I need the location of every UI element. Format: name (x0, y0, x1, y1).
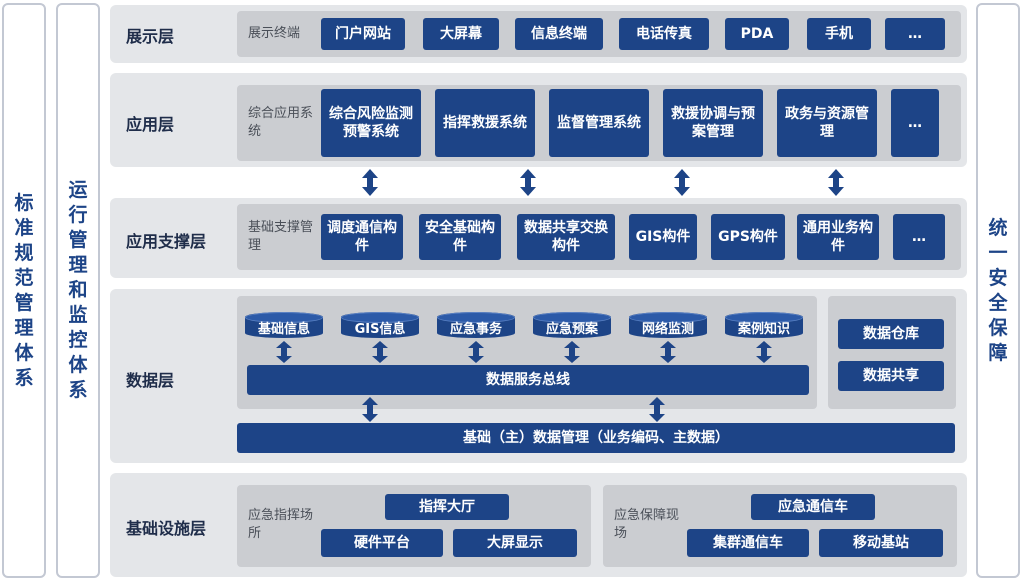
portal-site-button: 门户网站 (321, 18, 405, 50)
double-arrow-icon (660, 341, 676, 363)
support-layer-title: 应用支撑层 (126, 232, 207, 251)
infrastructure-layer-title: 基础设施层 (126, 519, 207, 538)
command-rescue-button: 指挥救援系统 (435, 89, 535, 157)
double-arrow-icon (362, 169, 378, 196)
double-arrow-icon (362, 397, 378, 422)
government-resource-button: 政务与资源管理 (777, 89, 877, 157)
pda-button: PDA (725, 18, 789, 50)
double-arrow-icon (520, 169, 536, 196)
emergency-comm-vehicle-button: 应急通信车 (751, 494, 875, 520)
presentation-layer: 展示层 展示终端 门户网站 大屏幕 信息终端 电话传真 PDA 手机 … (110, 5, 967, 63)
command-site-panel: 应急指挥场所 指挥大厅 硬件平台 大屏显示 (237, 485, 591, 567)
application-more-button: … (891, 89, 939, 157)
support-layer: 应用支撑层 基础支撑管理 调度通信构件 安全基础构件 数据共享交换构件 GIS构… (110, 198, 967, 278)
command-hall-button: 指挥大厅 (385, 494, 509, 520)
standards-system-panel: 标准规范管理体系 (2, 3, 46, 578)
info-terminal-button: 信息终端 (515, 18, 603, 50)
base-data-management-bar: 基础（主）数据管理（业务编码、主数据） (237, 423, 955, 453)
double-arrow-icon (649, 397, 665, 422)
large-display-button: 大屏显示 (453, 529, 577, 557)
security-system-label: 统一安全保障 (988, 216, 1008, 364)
database-cylinder: 基础信息 (245, 312, 323, 338)
standards-system-label: 标准规范管理体系 (14, 191, 34, 389)
gis-component-button: GIS构件 (629, 214, 697, 260)
data-service-bus: 数据服务总线 (247, 365, 809, 395)
infrastructure-layer: 基础设施层 应急指挥场所 指挥大厅 硬件平台 大屏显示 应急保障现场 应急通信车… (110, 473, 967, 577)
database-cylinder: 应急预案 (533, 312, 611, 338)
hardware-platform-button: 硬件平台 (321, 529, 443, 557)
double-arrow-icon (674, 169, 690, 196)
support-site-panel: 应急保障现场 应急通信车 集群通信车 移动基站 (603, 485, 957, 567)
big-screen-button: 大屏幕 (423, 18, 499, 50)
double-arrow-icon (564, 341, 580, 363)
operations-system-panel: 运行管理和监控体系 (56, 3, 100, 578)
database-label: GIS信息 (354, 321, 406, 337)
database-label: 基础信息 (257, 321, 310, 337)
trunking-comm-vehicle-button: 集群通信车 (687, 529, 809, 557)
double-arrow-icon (372, 341, 388, 363)
application-inner: 综合应用系统 综合风险监测预警系统 指挥救援系统 监督管理系统 救援协调与预案管… (237, 85, 961, 161)
application-group-label: 综合应用系统 (248, 106, 314, 139)
data-warehouse-button: 数据仓库 (838, 319, 944, 349)
database-label: 应急预案 (545, 321, 598, 337)
double-arrow-icon (468, 341, 484, 363)
supervision-button: 监督管理系统 (549, 89, 649, 157)
presentation-inner: 展示终端 门户网站 大屏幕 信息终端 电话传真 PDA 手机 … (237, 11, 961, 57)
support-inner: 基础支撑管理 调度通信构件 安全基础构件 数据共享交换构件 GIS构件 GPS构… (237, 204, 961, 270)
database-cylinder: 应急事务 (437, 312, 515, 338)
data-inner-side: 数据仓库 数据共享 (828, 296, 956, 409)
application-layer-title: 应用层 (126, 115, 175, 134)
support-site-label: 应急保障现场 (614, 508, 680, 541)
gps-component-button: GPS构件 (711, 214, 785, 260)
security-system-panel: 统一安全保障 (976, 3, 1020, 578)
support-group-label: 基础支撑管理 (248, 220, 314, 253)
database-label: 网络监测 (641, 321, 694, 337)
security-base-button: 安全基础构件 (419, 214, 501, 260)
data-exchange-button: 数据共享交换构件 (517, 214, 615, 260)
data-layer-title: 数据层 (126, 371, 175, 390)
general-business-button: 通用业务构件 (797, 214, 879, 260)
mobile-base-station-button: 移动基站 (819, 529, 943, 557)
presentation-group-label: 展示终端 (248, 26, 301, 41)
application-layer: 应用层 综合应用系统 综合风险监测预警系统 指挥救援系统 监督管理系统 救援协调… (110, 73, 967, 167)
mobile-phone-button: 手机 (807, 18, 871, 50)
presentation-layer-title: 展示层 (126, 27, 175, 46)
database-cylinder: 案例知识 (725, 312, 803, 338)
rescue-coordination-button: 救援协调与预案管理 (663, 89, 763, 157)
phone-fax-button: 电话传真 (619, 18, 709, 50)
double-arrow-icon (756, 341, 772, 363)
support-more-button: … (893, 214, 945, 260)
double-arrow-icon (828, 169, 844, 196)
dispatch-comm-button: 调度通信构件 (321, 214, 403, 260)
command-site-label: 应急指挥场所 (248, 508, 314, 541)
operations-system-label: 运行管理和监控体系 (68, 179, 88, 401)
double-arrow-icon (276, 341, 292, 363)
database-cylinder: GIS信息 (341, 312, 419, 338)
database-label: 应急事务 (449, 321, 502, 337)
database-cylinder: 网络监测 (629, 312, 707, 338)
data-layer: 数据层 基础信息 GIS信息 应急事务 应急预案 网络监测 案例知识 数据服务总… (110, 289, 967, 463)
risk-monitoring-button: 综合风险监测预警系统 (321, 89, 421, 157)
database-label: 案例知识 (737, 321, 790, 337)
data-sharing-button: 数据共享 (838, 361, 944, 391)
data-inner-main: 基础信息 GIS信息 应急事务 应急预案 网络监测 案例知识 数据服务总线 (237, 296, 817, 409)
presentation-more-button: … (885, 18, 945, 50)
